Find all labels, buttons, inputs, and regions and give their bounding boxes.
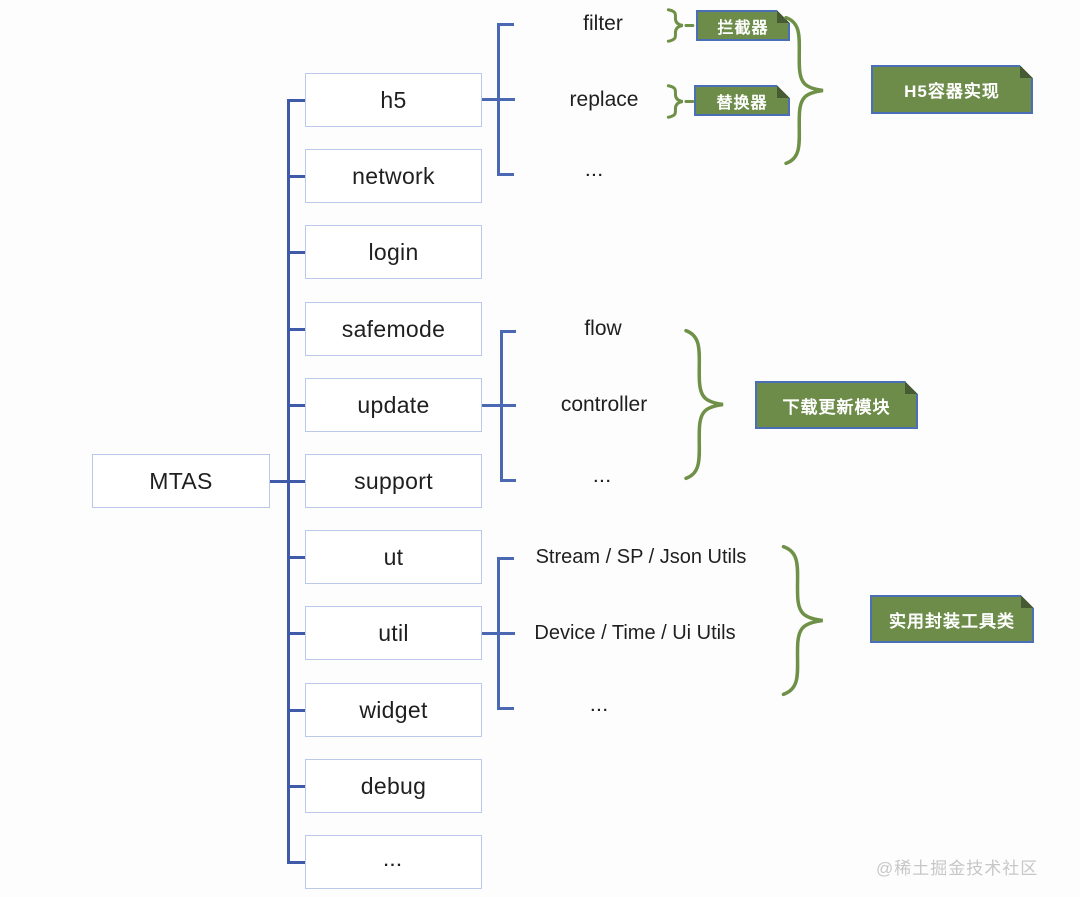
connector-line <box>482 632 515 635</box>
connector-line <box>497 23 514 26</box>
tag-label: 拦截器 <box>717 19 769 37</box>
small-brace-icon <box>663 83 695 120</box>
connector-line <box>482 98 515 101</box>
watermark: @稀土掘金技术社区 <box>876 854 1038 879</box>
sub-item-label: flow <box>584 317 622 340</box>
util-sub-more: ... <box>591 697 610 717</box>
connector-line <box>497 707 514 710</box>
tree-node-label: ut <box>383 543 404 570</box>
tree-node-h5: h5 <box>305 73 482 127</box>
tree-node-login: login <box>305 225 482 279</box>
sub-item-label: ... <box>593 469 613 486</box>
connector-line <box>287 632 305 635</box>
summary-label: H5容器实现 <box>904 82 1000 101</box>
tree-node-label: h5 <box>380 86 407 113</box>
sub-item-label: filter <box>583 12 623 35</box>
connector-line <box>287 709 305 712</box>
sub-item-label: controller <box>560 393 648 416</box>
tree-node-debug: debug <box>305 759 482 813</box>
tree-node-util: util <box>305 606 482 660</box>
tree-node-support: support <box>305 454 482 508</box>
sub-item-label: ... <box>590 698 610 715</box>
h5-sub-replace: replace <box>570 87 639 113</box>
tree-node-update: update <box>305 378 482 432</box>
update-sub-more: ... <box>594 468 613 488</box>
connector-line <box>270 480 305 483</box>
tag-interceptor: 拦截器 <box>696 10 790 41</box>
connector-line <box>287 99 305 102</box>
tree-node-label: debug <box>360 772 427 799</box>
connector-line <box>287 861 305 864</box>
connector-line <box>287 251 305 254</box>
tag-label: 替换器 <box>716 94 768 112</box>
tree-node-label: login <box>368 238 419 265</box>
tree-node-ut: ut <box>305 530 482 584</box>
tree-node-label: support <box>354 467 433 494</box>
connector-line <box>500 330 516 333</box>
connector-line <box>287 785 305 788</box>
tree-node-mtas: MTAS <box>92 454 270 508</box>
tree-node-label: safemode <box>341 315 446 342</box>
h5-sub-filter: filter <box>583 11 623 37</box>
tag-replacer: 替换器 <box>694 85 790 116</box>
tree-node-label: ... <box>383 853 404 870</box>
curly-brace-icon <box>775 542 828 699</box>
connector-line <box>497 173 514 176</box>
summary-h5-container: H5容器实现 <box>871 65 1033 114</box>
tree-node-widget: widget <box>305 683 482 737</box>
connector-line <box>500 479 516 482</box>
connector-line <box>287 328 305 331</box>
sub-item-label: Stream / SP / Json Utils <box>535 546 747 568</box>
sub-item-label: ... <box>585 163 605 180</box>
util-sub-stream: Stream / SP / Json Utils <box>536 544 747 570</box>
curly-brace-icon <box>678 326 728 483</box>
summary-label: 实用封装工具类 <box>889 611 1015 631</box>
connector-line <box>287 175 305 178</box>
util-sub-device: Device / Time / Ui Utils <box>534 620 735 646</box>
curly-brace-icon <box>778 13 828 168</box>
sub-item-label: replace <box>569 88 639 111</box>
tree-node-safemode: safemode <box>305 302 482 356</box>
sub-item-label: Device / Time / Ui Utils <box>534 622 736 644</box>
summary-util-tools: 实用封装工具类 <box>870 595 1034 643</box>
tree-node-label: MTAS <box>149 467 213 494</box>
watermark-text: @稀土掘金技术社区 <box>876 859 1039 878</box>
update-sub-flow: flow <box>584 316 621 342</box>
tree-node-label: network <box>352 162 435 189</box>
connector-line <box>497 557 514 560</box>
connector-line <box>482 404 516 407</box>
summary-download-update: 下载更新模块 <box>755 381 918 429</box>
tree-node-label: widget <box>359 696 428 723</box>
tree-node-ellipsis: ... <box>305 835 482 889</box>
h5-sub-more: ... <box>586 162 605 182</box>
tree-node-label: update <box>357 391 430 418</box>
connector-line <box>287 404 305 407</box>
update-sub-controller: controller <box>561 392 647 418</box>
connector-line <box>287 556 305 559</box>
tree-node-label: util <box>378 619 409 646</box>
small-brace-icon <box>663 7 695 44</box>
summary-label: 下载更新模块 <box>782 397 891 417</box>
tree-node-network: network <box>305 149 482 203</box>
